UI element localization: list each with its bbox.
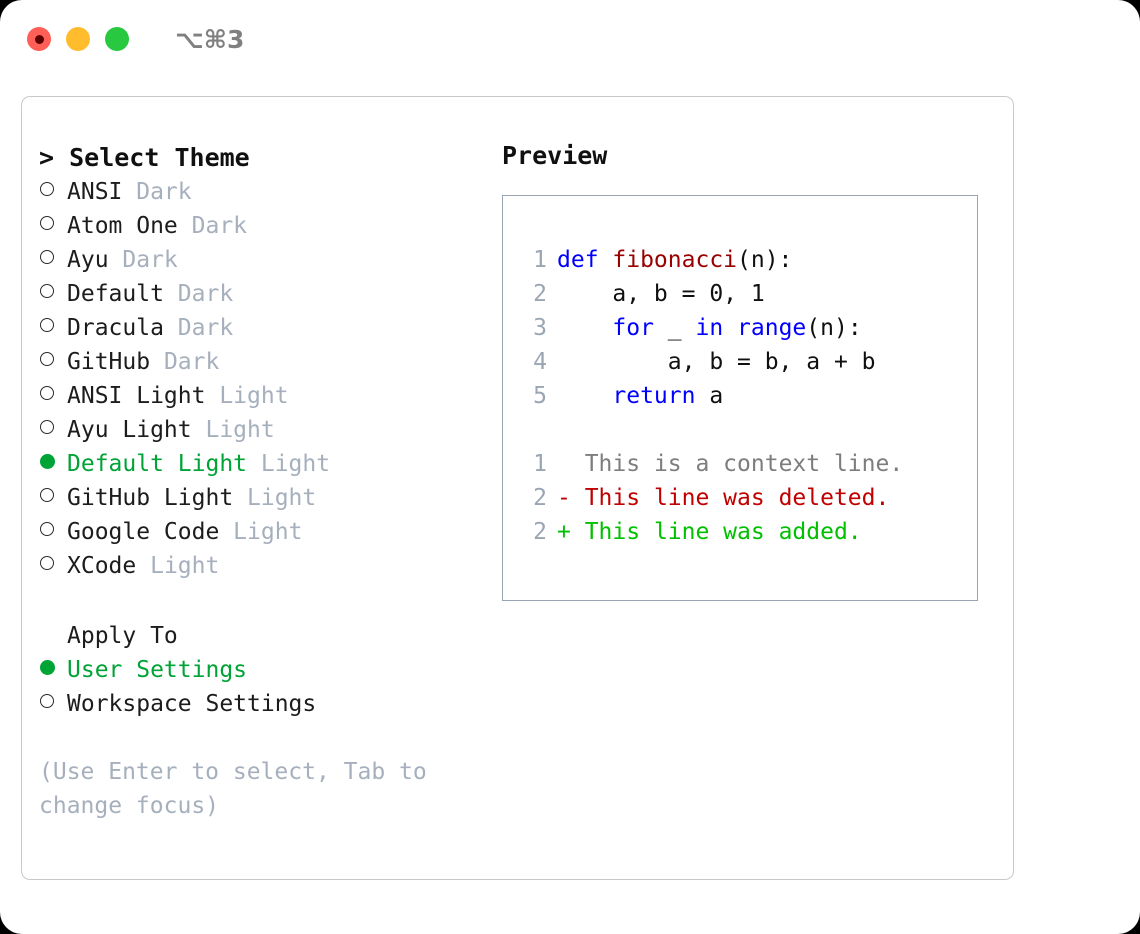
code-token: return xyxy=(612,383,696,409)
theme-item-label: Google Code xyxy=(67,519,220,545)
diff-text: This is a context line. xyxy=(584,451,904,477)
theme-item-ansi-light[interactable]: ANSI Light Light xyxy=(39,379,502,413)
select-theme-heading: > Select Theme xyxy=(39,143,250,172)
theme-item-label: Atom One xyxy=(67,213,178,239)
apply-to-option-label: Workspace Settings xyxy=(67,691,317,717)
theme-item-label: Dracula xyxy=(67,315,164,341)
theme-item-label: GitHub xyxy=(67,349,151,375)
code-token: a, b = 0, 1 xyxy=(557,281,765,307)
theme-item-label: ANSI Light xyxy=(67,383,206,409)
code-token: def xyxy=(557,247,613,273)
apply-to-heading: Apply To xyxy=(67,623,178,649)
theme-item-ayu-light[interactable]: Ayu Light Light xyxy=(39,413,502,447)
theme-item-category: Dark xyxy=(163,315,234,341)
diff-marker: + xyxy=(557,519,585,545)
theme-item-category: Dark xyxy=(108,247,178,273)
theme-item-label: Ayu xyxy=(67,247,109,273)
code-line: 1 def fibonacci(n): xyxy=(521,243,977,277)
code-line: 5 return a xyxy=(521,379,977,413)
apply-to-option-label: User Settings xyxy=(67,657,248,683)
theme-item-label: XCode xyxy=(67,553,137,579)
theme-item-label: ANSI xyxy=(67,179,123,205)
line-number: 2 xyxy=(533,281,547,307)
theme-item-category: Light xyxy=(191,417,275,443)
diff-line: 2- This line was deleted. xyxy=(521,481,977,515)
apply-to-option-workspace-settings[interactable]: Workspace Settings xyxy=(39,687,502,721)
theme-item-label: Default Light xyxy=(67,451,248,477)
theme-item-github[interactable]: GitHub Dark xyxy=(39,345,502,379)
window-title: ⌥⌘3 xyxy=(175,24,245,54)
theme-item-category: Light xyxy=(233,485,317,511)
line-number: 4 xyxy=(533,349,547,375)
diff-sample: 1 This is a context line.2- This line wa… xyxy=(521,447,977,549)
diff-text: This line was added. xyxy=(584,519,862,545)
diff-marker: - xyxy=(557,485,585,511)
line-number: 1 xyxy=(533,247,547,273)
code-line: 3 for _ in range(n): xyxy=(521,311,977,345)
apply-to-option-user-settings[interactable]: User Settings xyxy=(39,653,502,687)
theme-item-default[interactable]: Default Dark xyxy=(39,277,502,311)
theme-item-xcode[interactable]: XCode Light xyxy=(39,549,502,583)
theme-item-ayu[interactable]: Ayu Dark xyxy=(39,243,502,277)
theme-item-category: Light xyxy=(219,519,303,545)
theme-item-label: Default xyxy=(67,281,164,307)
title-bar: ⌥⌘3 xyxy=(0,0,1140,78)
code-token: range xyxy=(737,315,807,341)
theme-item-category: Light xyxy=(247,451,331,477)
theme-item-default-light[interactable]: Default Light Light xyxy=(39,447,502,481)
minimize-button[interactable] xyxy=(66,27,90,51)
code-token: (n): xyxy=(737,247,793,273)
code-token: a, b = b, a + b xyxy=(557,349,876,375)
theme-item-ansi[interactable]: ANSI Dark xyxy=(39,175,502,209)
theme-item-category: Dark xyxy=(177,213,248,239)
theme-item-category: Dark xyxy=(163,281,234,307)
line-number: 1 xyxy=(533,451,547,477)
code-token xyxy=(557,315,612,341)
theme-item-atom-one[interactable]: Atom One Dark xyxy=(39,209,502,243)
theme-item-dracula[interactable]: Dracula Dark xyxy=(39,311,502,345)
theme-item-category: Light xyxy=(136,553,220,579)
theme-item-label: GitHub Light xyxy=(67,485,234,511)
line-number: 3 xyxy=(533,315,547,341)
close-button[interactable] xyxy=(27,27,51,51)
code-token: (n): xyxy=(806,315,862,341)
code-token xyxy=(557,383,612,409)
code-line: 2 a, b = 0, 1 xyxy=(521,277,977,311)
section-spacer xyxy=(39,583,502,619)
code-token: _ xyxy=(653,315,696,341)
code-token: for xyxy=(612,315,654,341)
theme-item-github-light[interactable]: GitHub Light Light xyxy=(39,481,502,515)
code-token: in xyxy=(695,315,724,341)
theme-item-label: Ayu Light xyxy=(67,417,192,443)
maximize-button[interactable] xyxy=(105,27,129,51)
code-token xyxy=(723,315,737,341)
code-token: a xyxy=(695,383,724,409)
line-number: 2 xyxy=(533,519,547,545)
theme-item-category: Light xyxy=(205,383,289,409)
traffic-lights xyxy=(27,27,129,51)
theme-item-category: Dark xyxy=(122,179,192,205)
code-token: fibonacci xyxy=(612,247,738,273)
line-number: 5 xyxy=(533,383,547,409)
diff-line: 1 This is a context line. xyxy=(521,447,977,481)
diff-marker xyxy=(557,451,585,477)
diff-line: 2 + This line was added. xyxy=(521,515,977,549)
preview-title: Preview xyxy=(502,141,608,170)
diff-text: This line was deleted. xyxy=(584,485,890,511)
code-diff-spacer xyxy=(521,413,977,447)
theme-item-google-code[interactable]: Google Code Light xyxy=(39,515,502,549)
code-line: 4 a, b = b, a + b xyxy=(521,345,977,379)
line-number: 2 xyxy=(533,485,547,511)
keyboard-hint: (Use Enter to select, Tab to change focu… xyxy=(39,759,427,819)
theme-item-category: Dark xyxy=(150,349,220,375)
